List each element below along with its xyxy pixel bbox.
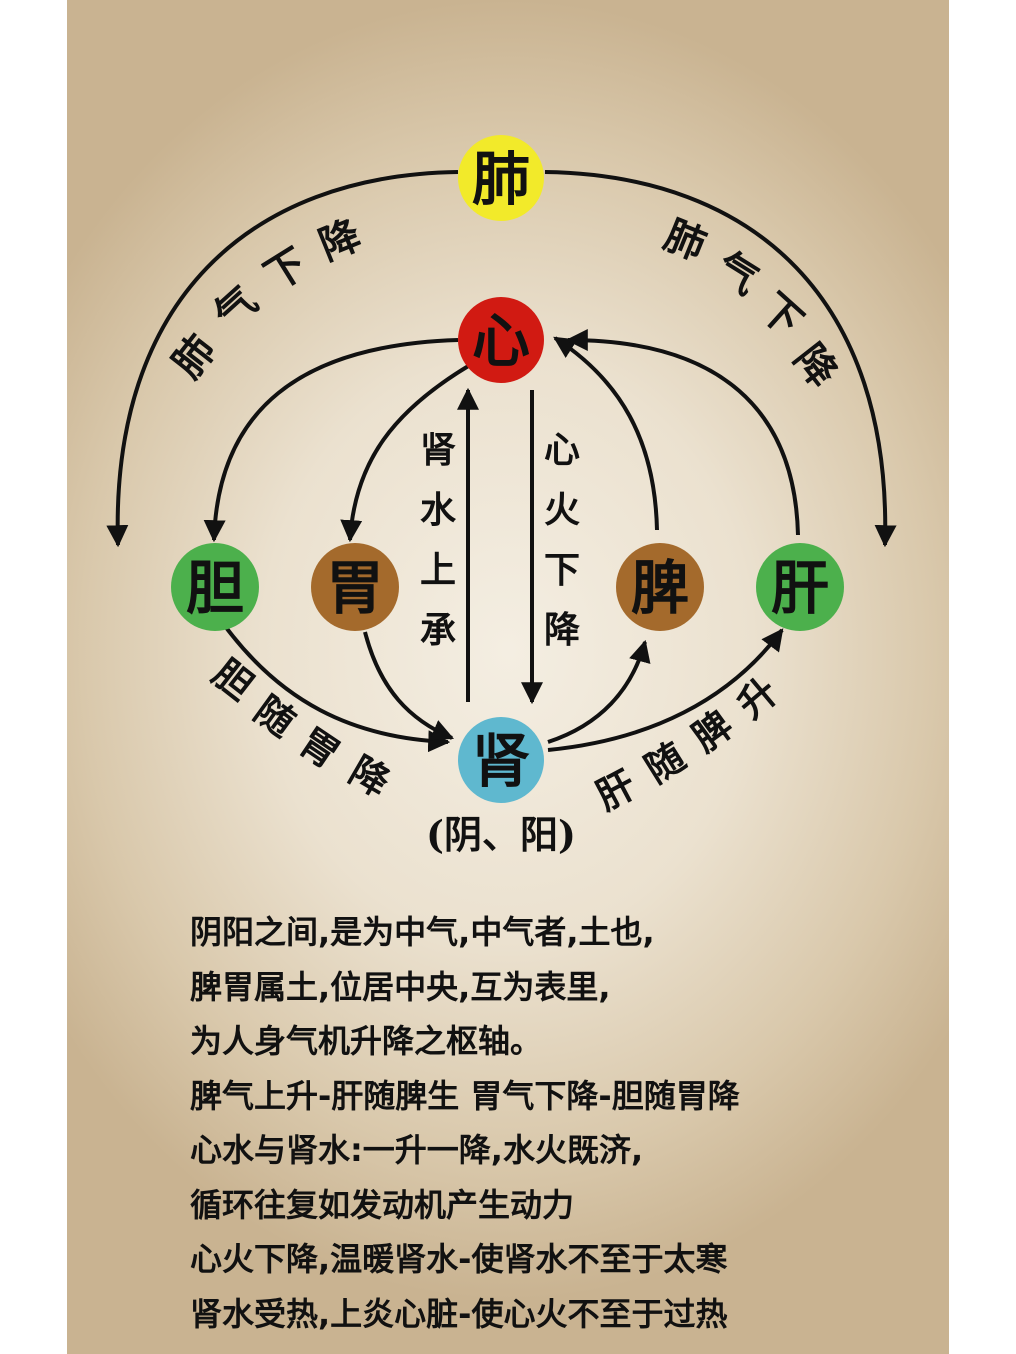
stomach-to-kidney-arrow <box>363 631 455 741</box>
kidney-to-liver-arrow <box>547 628 784 752</box>
heart-label: 心 <box>472 307 530 375</box>
lung-right-char-1: 肺 <box>658 212 712 270</box>
explanation-notes: 阴阳之间,是为中气,中气者,土也, 脾胃属土,位居中央,互为表里, 为人身气机升… <box>190 905 910 1341</box>
gallbladder-label: 胆 <box>186 554 244 622</box>
note-line: 阴阳之间,是为中气,中气者,土也, <box>190 913 655 951</box>
note-line: 脾气上升-肝随脾生 胃气下降-胆随胃降 <box>190 1076 740 1115</box>
heart-to-gallbladder-arrow <box>203 338 459 543</box>
heart-fire-char-1: 心 <box>544 430 580 471</box>
stomach-node: 胃 <box>311 543 399 631</box>
heart-circle <box>458 297 544 383</box>
kidney-node: 肾 <box>458 717 544 803</box>
lung-qi-descends-right-label: 肺 气 下 降 <box>658 212 846 396</box>
lung-label: 肺 <box>472 145 530 213</box>
kidney-circle <box>458 717 544 803</box>
note-line: 为人身气机升降之枢轴。 <box>190 1022 543 1060</box>
lung-left-arc <box>106 170 459 548</box>
note-line: 肾水受热,上炎心脏-使心火不至于过热 <box>190 1294 728 1333</box>
heart-to-stomach-arrow <box>340 363 472 543</box>
lung-right-char-4: 降 <box>785 336 846 396</box>
kidney-to-spleen-arrow <box>547 639 651 744</box>
heart-node: 心 <box>458 297 544 383</box>
kidney-label: 肾 <box>472 727 530 795</box>
kidney-water-char-3: 上 <box>420 550 456 591</box>
lung-right-arc <box>544 170 897 548</box>
spleen-node: 脾 <box>616 543 704 631</box>
stomach-label: 胃 <box>326 554 384 622</box>
lung-right-char-3: 下 <box>750 285 811 346</box>
lung-left-char-3: 下 <box>257 240 315 300</box>
lung-left-char-1: 肺 <box>164 327 225 387</box>
heart-fire-char-4: 降 <box>544 610 580 651</box>
kidney-water-char-1: 肾 <box>420 430 456 471</box>
organ-cycle-diagram: 肺 心 胆 胃 脾 肝 肾 (阴、阳) 肾 水 <box>106 135 897 857</box>
note-line: 循环往复如发动机产生动力 <box>190 1185 575 1224</box>
gb-follow-char-3: 胃 <box>291 719 347 777</box>
kidney-water-rises-label: 肾 水 上 承 <box>420 430 457 651</box>
liver-node: 肝 <box>756 543 844 631</box>
stomach-circle <box>311 543 399 631</box>
gallbladder-circle <box>171 543 259 631</box>
heart-fire-char-3: 下 <box>544 550 580 591</box>
kidney-water-char-4: 承 <box>420 610 456 651</box>
kidney-water-char-2: 水 <box>420 490 457 531</box>
note-line: 脾胃属土,位居中央,互为表里, <box>190 967 611 1006</box>
note-line: 心火下降,温暖肾水-使肾水不至于太寒 <box>190 1240 728 1278</box>
lung-node: 肺 <box>458 135 544 221</box>
heart-fire-descends-label: 心 火 下 降 <box>544 430 580 651</box>
note-line: 心水与肾水:一升一降,水火既济, <box>190 1131 644 1169</box>
paper-background <box>67 0 949 1354</box>
spleen-label: 脾 <box>631 554 689 622</box>
lung-circle <box>458 135 544 221</box>
spleen-to-heart-arrow <box>553 336 659 531</box>
liver-follow-char-2: 随 <box>637 734 693 791</box>
gallbladder-to-kidney-arrow <box>223 624 451 753</box>
gb-follow-char-4: 降 <box>342 748 397 805</box>
gallbladder-node: 胆 <box>171 543 259 631</box>
liver-follow-char-3: 脾 <box>684 703 741 761</box>
liver-to-heart-arrow <box>565 329 800 536</box>
liver-follows-spleen-label: 肝 随 脾 升 <box>589 669 787 819</box>
liver-label: 肝 <box>771 554 829 622</box>
liver-follow-char-1: 肝 <box>589 762 643 819</box>
lung-left-char-4: 降 <box>313 212 367 270</box>
lung-left-char-2: 气 <box>206 278 267 339</box>
kidney-caption: (阴、阳) <box>426 812 576 857</box>
liver-circle <box>756 543 844 631</box>
lung-right-char-2: 气 <box>708 244 766 304</box>
heart-fire-char-2: 火 <box>544 490 580 531</box>
spleen-circle <box>616 543 704 631</box>
